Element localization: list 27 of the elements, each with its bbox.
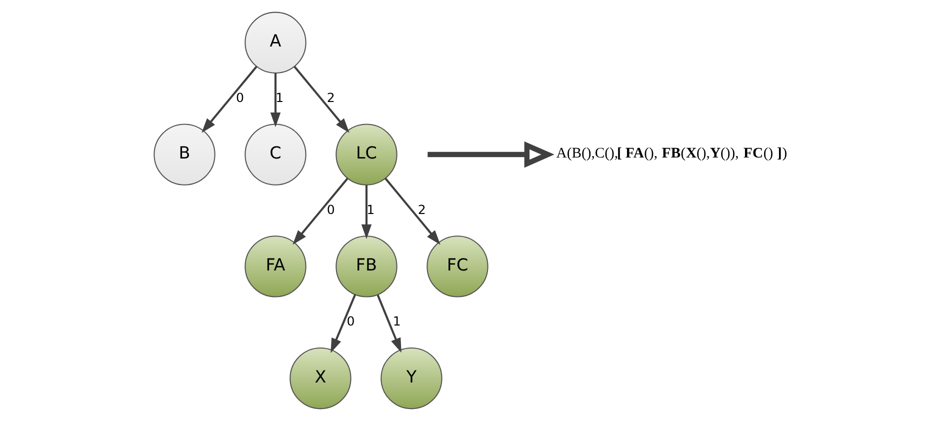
edge-label: 0 (235, 90, 244, 105)
node-circle: C (244, 124, 306, 186)
node-circle: FC (426, 236, 488, 298)
edge-label: 2 (417, 202, 426, 217)
edge-label: 1 (392, 314, 400, 329)
edge-label: 0 (326, 202, 334, 217)
arrow (270, 73, 280, 128)
arrow (330, 294, 356, 354)
node-circle: FA (244, 236, 306, 298)
edge-label: 1 (366, 202, 374, 217)
node-circle: FB (335, 236, 397, 298)
arrow (376, 294, 401, 353)
arrow (427, 141, 554, 168)
node-circle: LC (335, 124, 397, 186)
node-circle: Y (380, 348, 442, 410)
arrow (384, 178, 440, 245)
arrow (292, 178, 348, 245)
arrow (201, 66, 257, 133)
edge-label: 2 (326, 90, 334, 105)
edge-label: 0 (346, 314, 354, 329)
node-circle: A (244, 12, 306, 74)
edge-label: 1 (275, 90, 284, 105)
node-circle: B (153, 124, 215, 186)
arrow (360, 185, 372, 240)
arrow (293, 66, 349, 133)
node-text: A(B(),C(),[ FA(), FB(X(),Y()), FC() ]) (556, 145, 787, 162)
node-circle: X (289, 348, 351, 410)
